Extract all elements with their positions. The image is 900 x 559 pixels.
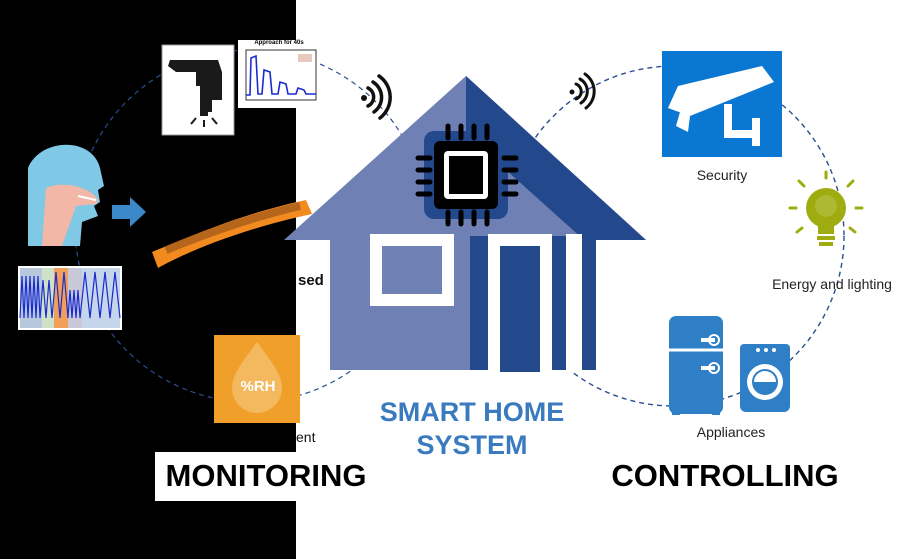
wireless-signal-icon — [569, 72, 596, 110]
controlling-label: CONTROLLING — [611, 458, 839, 493]
humidity-badge-label: %RH — [240, 378, 276, 395]
appliances-label: Appliances — [696, 424, 766, 440]
flexible-sensor-strip — [152, 200, 312, 268]
response-chart — [238, 40, 320, 108]
wireless-signal-icon — [361, 74, 392, 120]
arrow-right-icon — [112, 197, 146, 227]
monitoring-label: MONITORING — [165, 458, 367, 493]
breath-signal-chart — [18, 266, 122, 330]
appliances-icon — [669, 316, 790, 415]
house-icon — [284, 76, 646, 372]
humidity-icon — [214, 335, 300, 423]
partial-label-ent: ent — [296, 429, 316, 445]
monitoring-label-box — [155, 452, 377, 501]
light-bulb-icon — [788, 170, 864, 246]
security-label: Security — [696, 167, 748, 183]
partial-label-sed: sed — [298, 272, 324, 289]
title-line-2: SYSTEM — [416, 430, 528, 460]
breath-face-icon — [28, 144, 104, 246]
finger-touch-icon — [161, 44, 235, 136]
response-chart-title: Approach for 40s — [254, 40, 304, 46]
smart-home-system-title: SMART HOME SYSTEM — [356, 396, 588, 462]
energy-lighting-label: Energy and lighting — [772, 276, 892, 292]
security-camera-icon — [662, 51, 782, 157]
chip-icon — [415, 123, 519, 227]
title-line-1: SMART HOME — [379, 397, 565, 427]
